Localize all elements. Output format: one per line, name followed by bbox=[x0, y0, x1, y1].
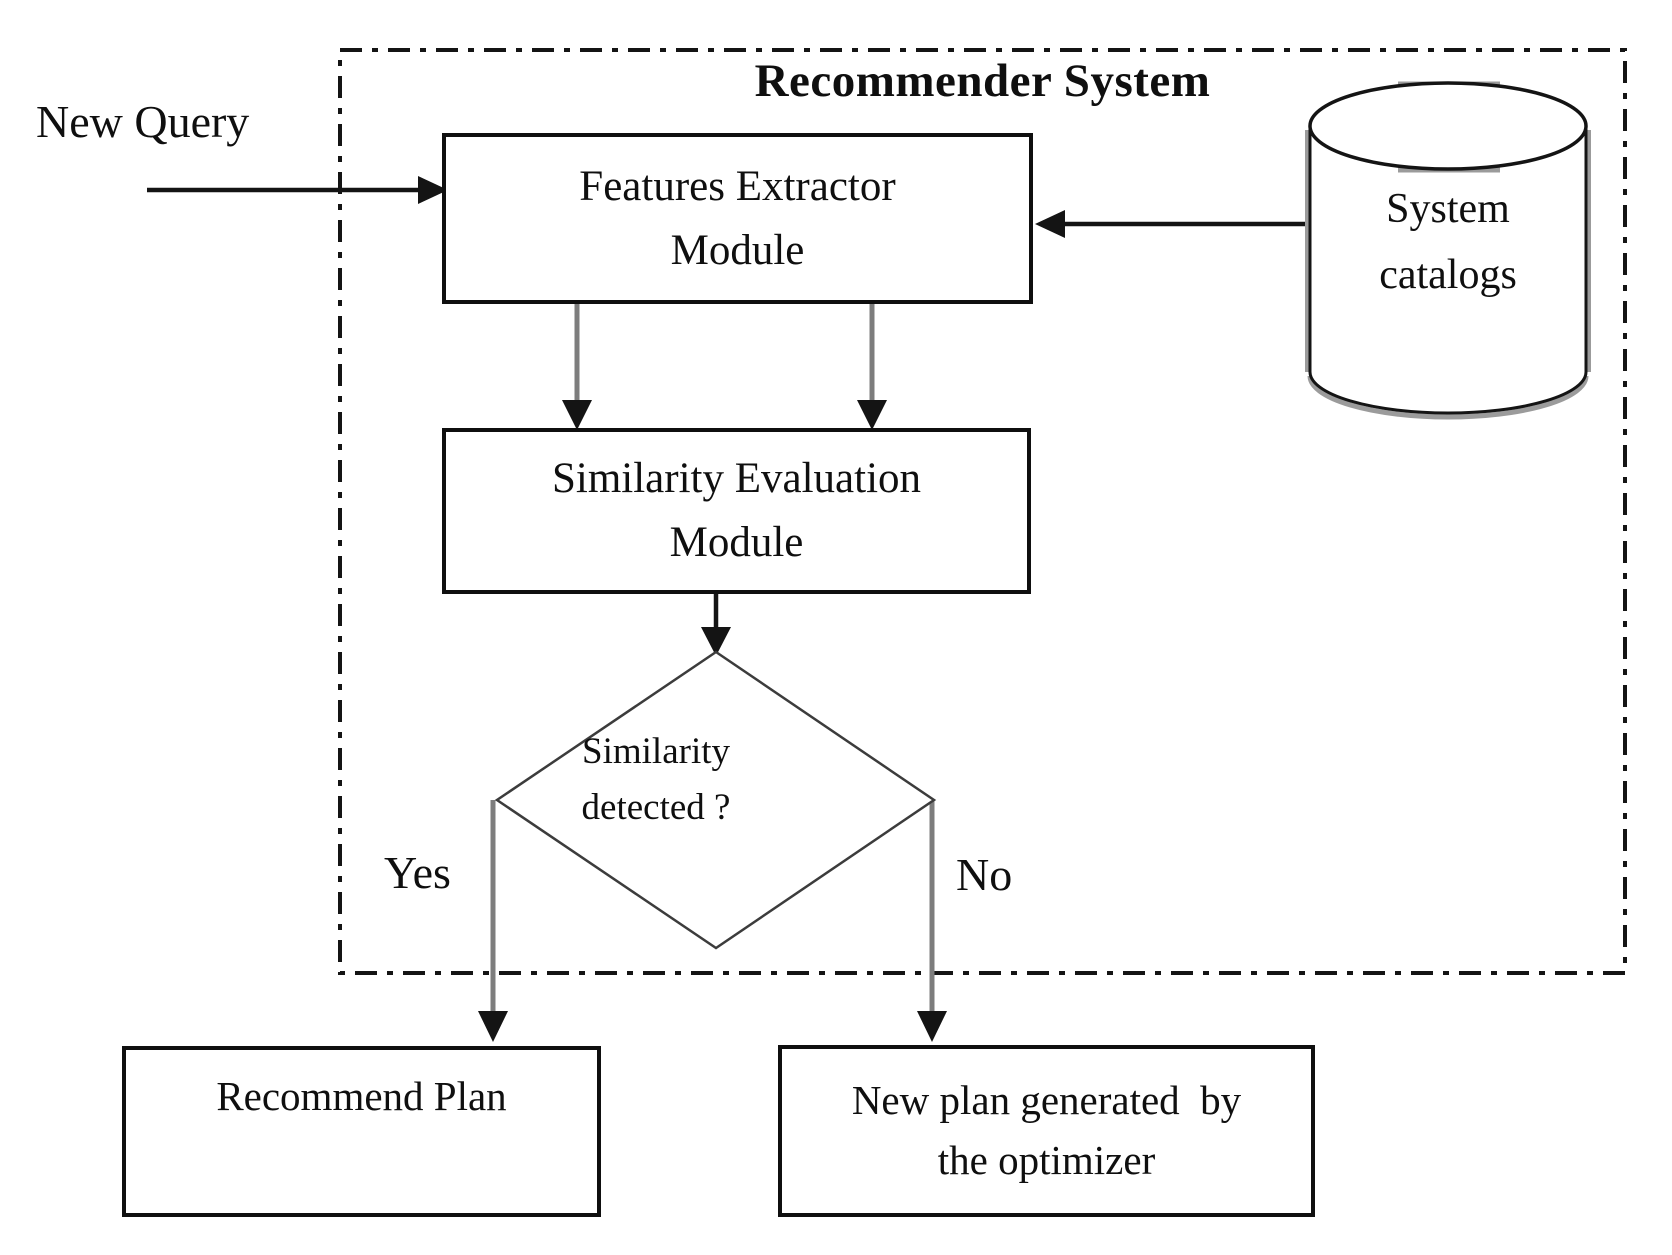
decision-label: Similarity detected ? bbox=[521, 724, 791, 836]
new-plan-line1: New plan generated by bbox=[851, 1077, 1242, 1123]
catalogs-to-features-arrow bbox=[1035, 210, 1310, 238]
new-plan-box: New plan generated by the optimizer bbox=[778, 1045, 1315, 1217]
yes-branch-label: Yes bbox=[384, 847, 451, 898]
recommend-plan-box: Recommend Plan bbox=[122, 1046, 601, 1217]
diagram-title: Recommender System bbox=[754, 55, 1211, 107]
recommend-plan-label: Recommend Plan bbox=[216, 1073, 507, 1119]
decision-label-line1: Similarity bbox=[582, 731, 730, 772]
system-catalogs-label: System catalogs bbox=[1312, 176, 1584, 308]
new-query-label: New Query bbox=[36, 96, 250, 147]
similarity-evaluation-module-box: Similarity Evaluation Module bbox=[442, 428, 1031, 594]
system-catalogs-cylinder bbox=[1305, 81, 1591, 420]
features-extractor-line1: Features Extractor bbox=[579, 162, 896, 210]
similarity-evaluation-line1: Similarity Evaluation bbox=[551, 455, 922, 502]
features-to-similarity-arrow-left bbox=[562, 304, 592, 430]
similarity-evaluation-line2: Module bbox=[669, 519, 804, 566]
features-extractor-module-box: Features Extractor Module bbox=[442, 133, 1033, 304]
system-catalogs-line1: System bbox=[1386, 186, 1510, 232]
similarity-detected-decision-diamond bbox=[494, 650, 937, 950]
system-catalogs-line2: catalogs bbox=[1379, 252, 1517, 298]
new-query-arrow bbox=[147, 176, 448, 204]
no-arrow bbox=[917, 800, 947, 1042]
features-to-similarity-arrow-right bbox=[857, 304, 887, 430]
new-plan-line2: the optimizer bbox=[937, 1137, 1156, 1183]
no-branch-label: No bbox=[956, 849, 1013, 900]
yes-arrow bbox=[478, 800, 508, 1042]
recommender-system-boundary bbox=[338, 48, 1627, 975]
decision-label-line2: detected ? bbox=[581, 787, 731, 828]
similarity-to-decision-arrow bbox=[701, 594, 731, 656]
features-extractor-line2: Module bbox=[670, 226, 805, 274]
